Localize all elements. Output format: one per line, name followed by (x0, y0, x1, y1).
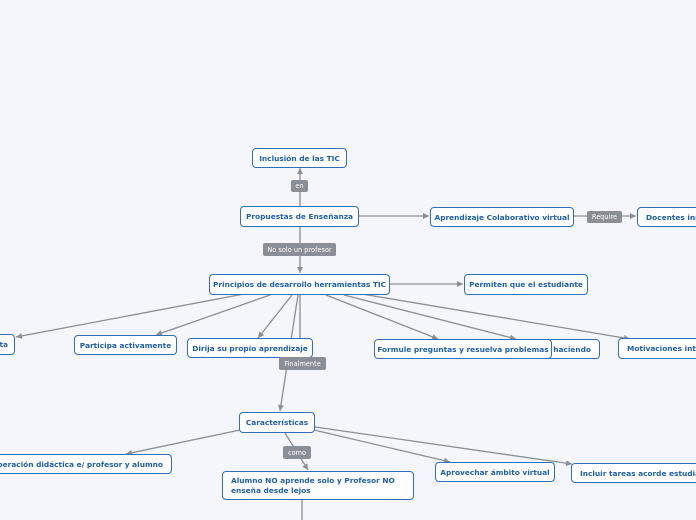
edge-label-en: en (291, 180, 308, 192)
edge-label-require: Require (587, 211, 622, 223)
edge-label-no-solo: No solo un profesor (263, 243, 336, 256)
node-caracteristicas[interactable]: Características (239, 412, 315, 433)
node-participa-activamente[interactable]: Participa activamente (74, 335, 177, 355)
node-alumno-profesor[interactable]: Alumno NO aprende solo y Profesor NO ens… (222, 471, 414, 500)
node-inclusion-tic[interactable]: Inclusión de las TIC (252, 148, 347, 168)
edge-principios-formule (325, 294, 439, 340)
edge-label-finalmente: Finalmente (279, 357, 326, 370)
node-docentes[interactable]: Docentes inn (637, 207, 696, 227)
edge-principios-participa (155, 294, 271, 336)
edge-caract-incluir (314, 426, 573, 467)
node-aprovechar-ambito[interactable]: Aprovechar ámbito virtual (435, 462, 555, 482)
node-motivaciones[interactable]: Motivaciones inte (618, 338, 696, 359)
node-cooperacion-didactica[interactable]: operación didáctica e/ profesor y alumno (0, 454, 172, 474)
edge-caract-aprovechar (313, 429, 451, 464)
node-permiten-estudiante[interactable]: Permiten que el estudiante (464, 274, 588, 295)
edge-principios-haciendo (343, 294, 517, 341)
node-principios-desarrollo[interactable]: Principios de desarrollo herramientas TI… (209, 274, 390, 295)
node-aprendizaje-colaborativo[interactable]: Aprendizaje Colaborativo virtual (430, 207, 574, 227)
edge-principios-motivaciones (361, 293, 631, 341)
node-left-cut[interactable]: ta (0, 334, 15, 355)
edge-principios-dirija (257, 294, 293, 339)
node-formule-preguntas[interactable]: Formule preguntas y resuelva problemas (374, 339, 552, 359)
edge-principios-leftcut (15, 293, 245, 339)
edge-caract-cooperacion (125, 429, 241, 456)
node-propuestas-ensenanza[interactable]: Propuestas de Enseñanza (240, 206, 359, 227)
node-dirija-aprendizaje[interactable]: Dirija su propio aprendizaje (187, 338, 313, 358)
node-incluir-tareas[interactable]: Incluir tareas acorde estudian (571, 463, 696, 483)
edge-label-como: como (283, 446, 311, 459)
